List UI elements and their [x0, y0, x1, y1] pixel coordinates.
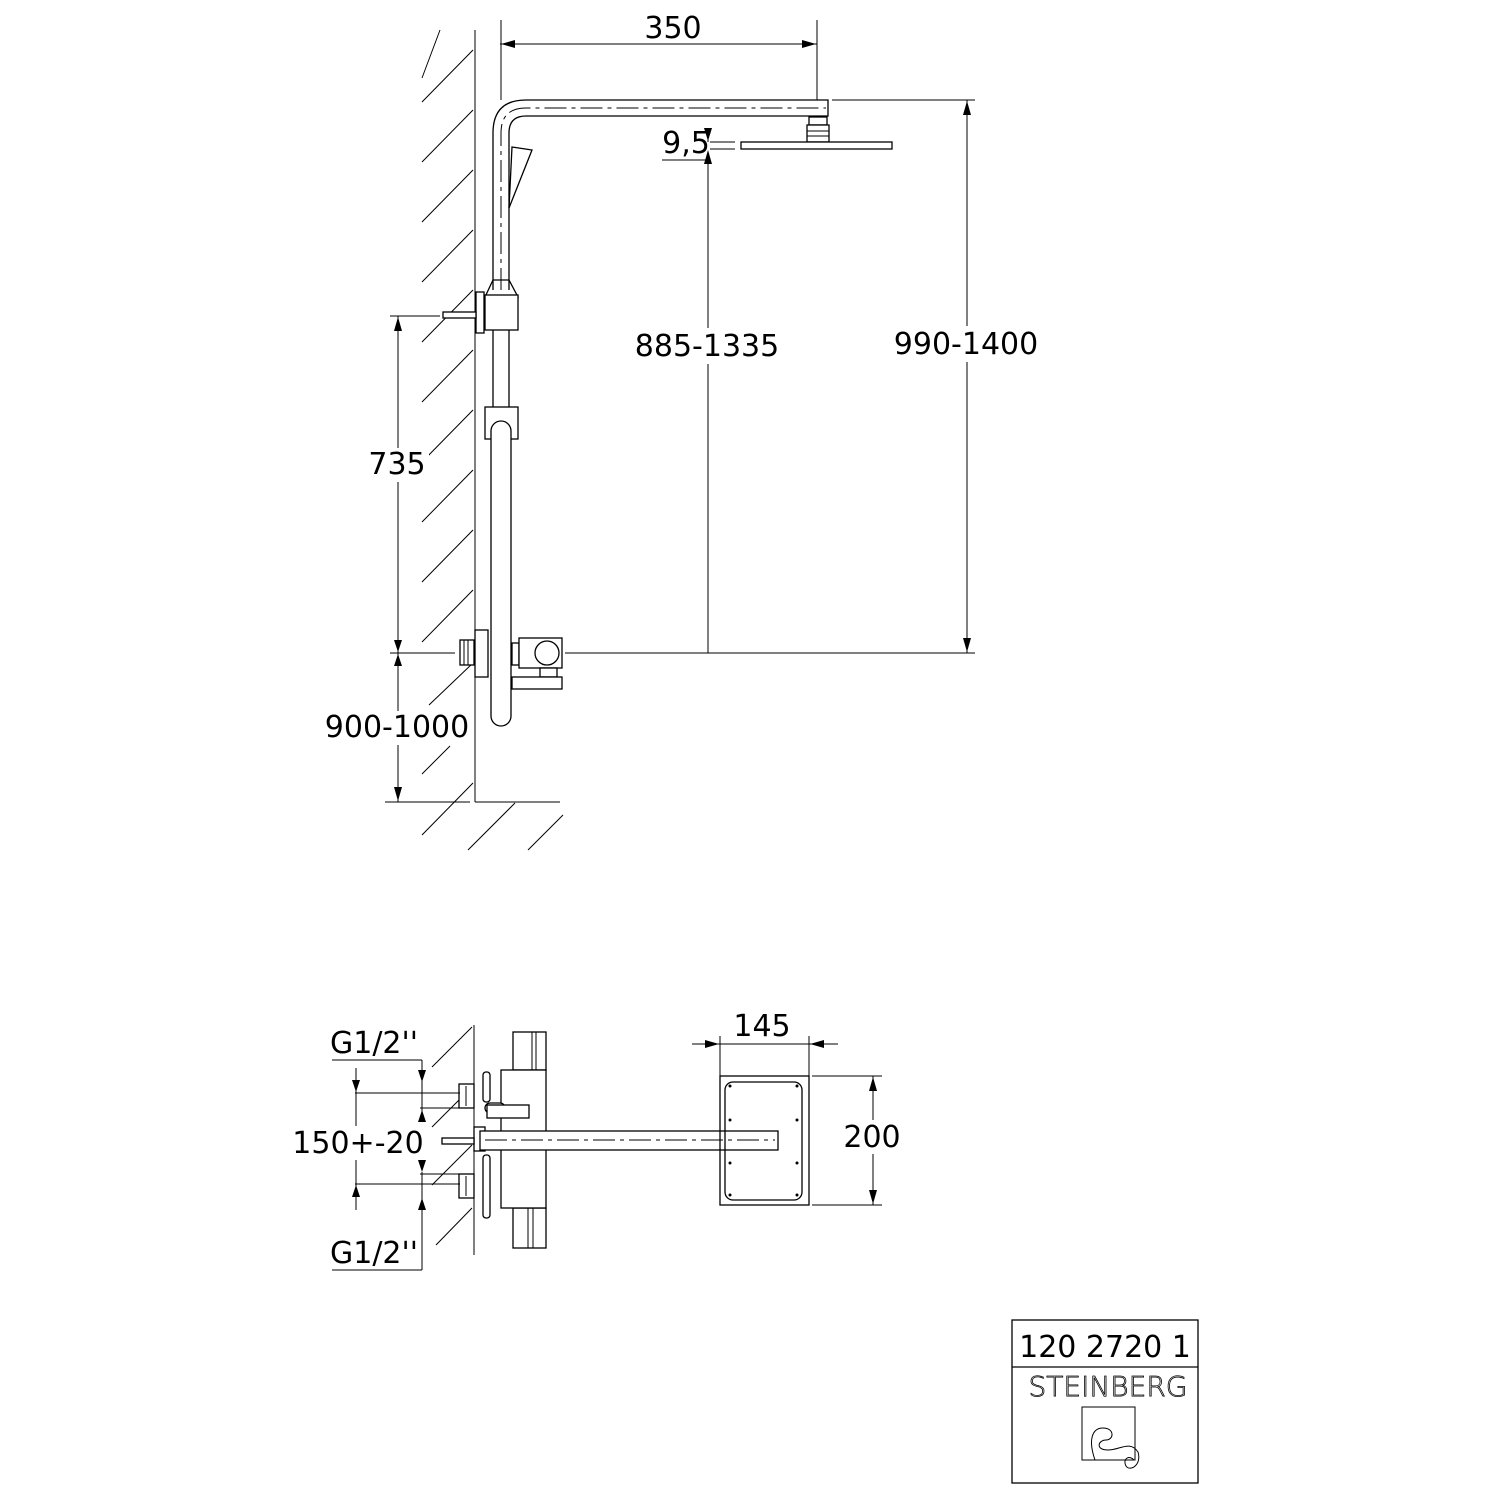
- article-number: 120 2720 1: [1019, 1330, 1191, 1365]
- head-plate: [719, 1075, 810, 1206]
- brand-name: STEINBERG: [1029, 1370, 1188, 1403]
- wall-bracket: [475, 291, 485, 334]
- side-view: 350 990-1400 9,5 885-1335: [325, 11, 1040, 851]
- title-block: 120 2720 1 STEINBERG: [1011, 1319, 1199, 1484]
- dim-350-label: 350: [644, 11, 701, 46]
- brand-logo-icon: [1081, 1406, 1140, 1469]
- bracket-rod: [442, 311, 477, 319]
- top-view: 145 200 150+-2: [292, 1009, 903, 1271]
- shower-head: [740, 116, 893, 150]
- dim-9-5-label: 9,5: [662, 126, 710, 161]
- dim-735-label: 735: [368, 447, 425, 482]
- dimension-plate-width: 145: [692, 1009, 838, 1076]
- dimension-inlets: 150+-20 G1/2'' G1/2'': [292, 1026, 460, 1271]
- dimension-bracket-height: 735 900-1000: [325, 315, 469, 802]
- dim-200-label: 200: [843, 1120, 900, 1155]
- mixer: [459, 629, 563, 690]
- dimension-arm-height: 990-1400: [565, 99, 1040, 654]
- dim-900-1000-label: 900-1000: [325, 710, 469, 745]
- hand-shower: [490, 420, 512, 727]
- dim-145-label: 145: [733, 1009, 790, 1044]
- thread-label-bottom: G1/2'': [330, 1236, 418, 1271]
- dimension-arm-length: 350: [500, 11, 818, 100]
- dim-150-20-label: 150+-20: [292, 1126, 423, 1161]
- dimension-head-height: 9,5 885-1335: [635, 126, 780, 653]
- dimension-plate-length: 200: [812, 1075, 903, 1206]
- shower-riser: [442, 20, 893, 727]
- dim-885-1335-label: 885-1335: [635, 329, 779, 364]
- slider-block: [484, 294, 519, 331]
- dim-990-1400-label: 990-1400: [894, 327, 1038, 362]
- thread-label-top: G1/2'': [330, 1026, 418, 1061]
